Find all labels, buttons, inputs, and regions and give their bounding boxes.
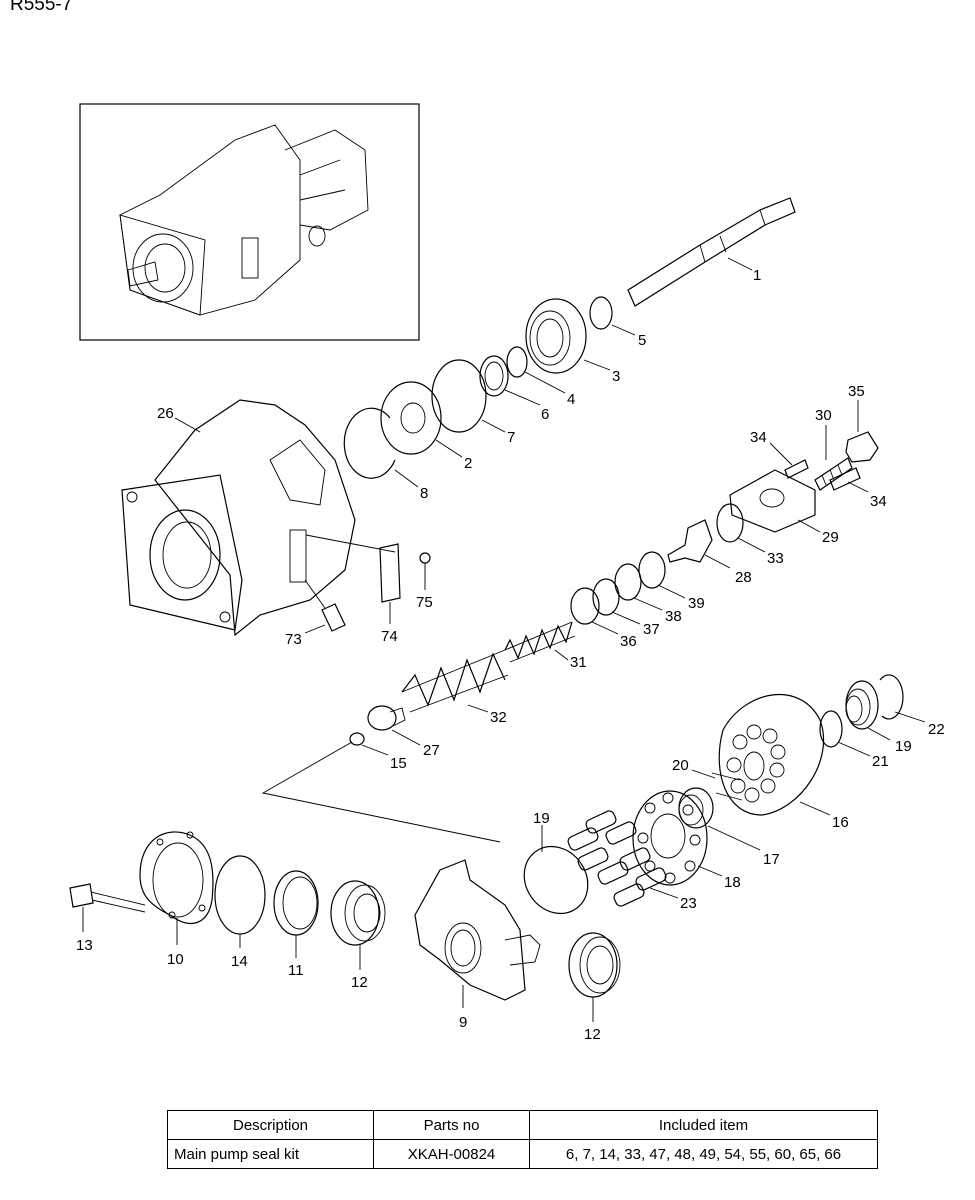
label-part-27: 27 (423, 742, 440, 759)
part-26-casing: 26 (121, 399, 356, 637)
part-74-plate: 74 (305, 534, 401, 645)
label-part-32: 32 (490, 709, 507, 726)
part-15-pin: 15 (349, 732, 407, 772)
label-part-10: 10 (167, 951, 184, 968)
part-21-pins: 20 (672, 757, 743, 801)
label-part-73: 73 (285, 631, 302, 648)
label-part-6: 6 (541, 406, 549, 423)
part-13-bolt: 13 (69, 883, 146, 954)
label-part-4: 4 (567, 391, 575, 408)
label-part-17: 17 (763, 851, 780, 868)
cell-parts-no: XKAH-00824 (373, 1139, 530, 1169)
part-23-snap-ring: 22 (879, 674, 945, 738)
part-30-screw: 30 (814, 407, 853, 491)
label-part-22: 21 (872, 753, 889, 770)
part-27-seat: 27 (367, 705, 440, 759)
part-28-piston: 28 (667, 519, 752, 586)
label-part-12-right: 12 (584, 1026, 601, 1043)
part-5-snap-ring: 5 (589, 296, 646, 349)
label-part-5: 5 (638, 332, 646, 349)
label-part-29: 29 (822, 529, 839, 546)
label-part-75: 75 (416, 594, 433, 611)
label-part-13: 13 (76, 937, 93, 954)
part-7-o-ring: 7 (431, 359, 515, 446)
part-10-cover: 10 (139, 831, 214, 968)
label-part-35: 35 (848, 383, 865, 400)
label-part-12-left: 12 (351, 974, 368, 991)
part-2-cover: 2 (380, 381, 472, 472)
exploded-parts-diagram: 1 5 3 4 6 7 2 (69, 103, 945, 1043)
part-19-shoe-plate: 18 18 18 18 18 18 (523, 825, 589, 915)
label-part-11: 11 (288, 962, 304, 979)
label-part-20: 19 (895, 738, 912, 755)
label-part-31: 31 (570, 654, 587, 671)
part-4-ring: 4 (506, 346, 575, 408)
assembly-inset (79, 103, 420, 341)
label-part-21: 20 (672, 757, 689, 774)
label-part-38: 38 (665, 608, 682, 625)
seal-kit-table: Description Parts no Included item Main … (167, 1110, 878, 1169)
part-36-ring: 36 (570, 587, 637, 650)
part-22-ring: 21 (819, 710, 889, 770)
label-part-33: 33 (767, 550, 784, 567)
label-part-1: 1 (753, 267, 761, 284)
part-18-retainer-plate: 18 17 18 (632, 790, 741, 891)
header-included-item: Included item (529, 1110, 878, 1140)
inset-frame (79, 103, 420, 341)
part-12-bearing-right: 12 (568, 932, 621, 1043)
cell-description: Main pump seal kit (167, 1139, 374, 1169)
label-part-30: 30 (815, 407, 832, 424)
part-14-o-ring: 14 14 (214, 855, 266, 970)
label-part-34-bottom: 34 (870, 493, 887, 510)
label-part-26: 26 (157, 405, 174, 422)
label-part-39: 39 (688, 595, 705, 612)
label-part-16: 16 (832, 814, 849, 831)
label-part-3: 3 (612, 368, 620, 385)
label-part-18: 18 (724, 874, 741, 891)
part-12-bearing-left: 12 (330, 880, 386, 991)
part-17-ball-guide: 16 17 (678, 787, 780, 868)
part-29-block: 29 (729, 469, 839, 546)
label-part-14: 14 (231, 953, 248, 970)
label-part-74: 74 (381, 628, 398, 645)
part-9-swash-plate: 9 (414, 859, 541, 1031)
part-8-snap-ring: 8 (343, 407, 428, 502)
alignment-line (261, 741, 501, 843)
label-part-9: 9 (459, 1014, 467, 1031)
part-73-plug: 73 (285, 579, 346, 648)
label-part-2: 2 (464, 455, 472, 472)
label-part-8: 8 (420, 485, 428, 502)
label-part-23: 22 (928, 721, 945, 738)
label-part-7: 7 (507, 429, 515, 446)
model-title: R555-7 (10, 0, 73, 15)
label-part-34-top: 34 (750, 429, 767, 446)
part-16-cylinder-block: 15 16 (718, 694, 849, 831)
part-35-nut: 35 (845, 383, 879, 463)
part-3-bearing: 3 (525, 298, 620, 385)
part-32-spring: 32 (401, 649, 509, 726)
table-row: Main pump seal kit XKAH-00824 6, 7, 14, … (167, 1139, 878, 1169)
cell-included-item: 6, 7, 14, 33, 47, 48, 49, 54, 55, 60, 65… (529, 1139, 878, 1169)
label-part-15: 15 (390, 755, 407, 772)
part-24-pistons: 23 (567, 810, 697, 912)
part-38-ring: 38 (614, 563, 682, 625)
part-39-ring: 39 (638, 551, 705, 612)
part-37-ring: 37 (592, 578, 660, 638)
table-header-row: Description Parts no Included item (167, 1110, 878, 1140)
label-part-37: 37 (643, 621, 660, 638)
part-20-spring: 19 (845, 680, 912, 755)
part-75-rivet: 75 (416, 552, 433, 611)
part-1-shaft: 1 (627, 197, 796, 307)
header-parts-no: Parts no (373, 1110, 530, 1140)
part-6-oil-seal: 6 (479, 355, 549, 423)
part-34-bolts: 34 34 (750, 429, 887, 510)
label-part-19-main: 19 (533, 810, 550, 827)
part-11-oil-seal: 11 (273, 870, 319, 979)
label-part-24: 23 (680, 895, 697, 912)
part-33-o-ring: 33 (716, 503, 784, 567)
header-description: Description (167, 1110, 374, 1140)
label-part-28: 28 (735, 569, 752, 586)
label-part-36: 36 (620, 633, 637, 650)
part-31-spring: 31 (504, 621, 587, 671)
